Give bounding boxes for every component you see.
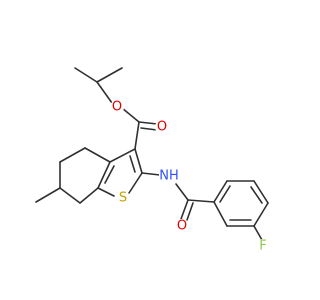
bond-c7-c7a <box>79 187 99 204</box>
ester-ether-oxygen: O <box>110 100 124 115</box>
fluorine-atom: F <box>256 239 270 254</box>
bond-c3a-c4 <box>84 147 111 163</box>
atom-labels: O O S NH O F <box>110 100 270 254</box>
bond-carbonyl-c3 <box>134 121 140 150</box>
bond-amide-double-a <box>180 199 189 220</box>
bond-ph-c4-c5 <box>253 202 269 227</box>
bond-ch-methyl <box>96 67 123 83</box>
bonds <box>35 67 269 241</box>
bond-c7a-c3a-double <box>97 161 111 189</box>
thiophene-sulfur: S <box>116 191 130 206</box>
bond-o-carbonyl-c <box>121 107 140 123</box>
bond-ph-c3-c4-inner <box>250 186 263 204</box>
bond-ph-c1-c2 <box>213 180 228 203</box>
bond-ch-o <box>96 81 113 104</box>
fluorine-atom-label: F <box>259 239 266 254</box>
bond-c6-c7 <box>59 187 81 204</box>
molecule-canvas: O O S NH O F <box>35 67 270 254</box>
ester-carbonyl-oxygen: O <box>155 120 169 135</box>
bond-carbonyl-double-a <box>138 121 158 125</box>
thiophene-sulfur-label: S <box>119 191 127 206</box>
bond-c4-c5 <box>59 147 86 163</box>
bond-methyl-ch <box>74 67 98 83</box>
bond-c7a-c3a-inner <box>104 165 115 184</box>
bond-ph-c1-c2-inner <box>219 185 231 203</box>
amide-nitrogen: NH <box>159 168 179 184</box>
bond-c6-methyl <box>35 187 61 203</box>
molecule-structure: O O S NH O F <box>35 67 270 254</box>
bond-c3-c2-double <box>134 148 143 174</box>
amide-oxygen: O <box>175 219 189 234</box>
bond-ph-c3-c4 <box>253 180 269 204</box>
bond-c3-c2-inner <box>129 155 136 173</box>
bond-carbonyl-double-b <box>140 127 158 131</box>
bond-amide-double-b <box>186 202 194 221</box>
bond-c2-s <box>128 172 143 194</box>
bond-c2-n <box>141 172 161 176</box>
bond-ph-c6-c1 <box>213 201 228 227</box>
bond-s-c7a <box>97 187 115 197</box>
bond-amide-c-ring <box>187 199 215 203</box>
amide-oxygen-label: O <box>177 219 187 234</box>
amide-nitrogen-label: NH <box>159 169 179 184</box>
bond-n-amide-c <box>175 183 189 201</box>
bond-ph-f <box>253 225 263 241</box>
ester-carbonyl-oxygen-label: O <box>157 120 167 135</box>
ester-ether-oxygen-label: O <box>112 100 122 115</box>
bond-c3-c3a <box>109 148 136 163</box>
